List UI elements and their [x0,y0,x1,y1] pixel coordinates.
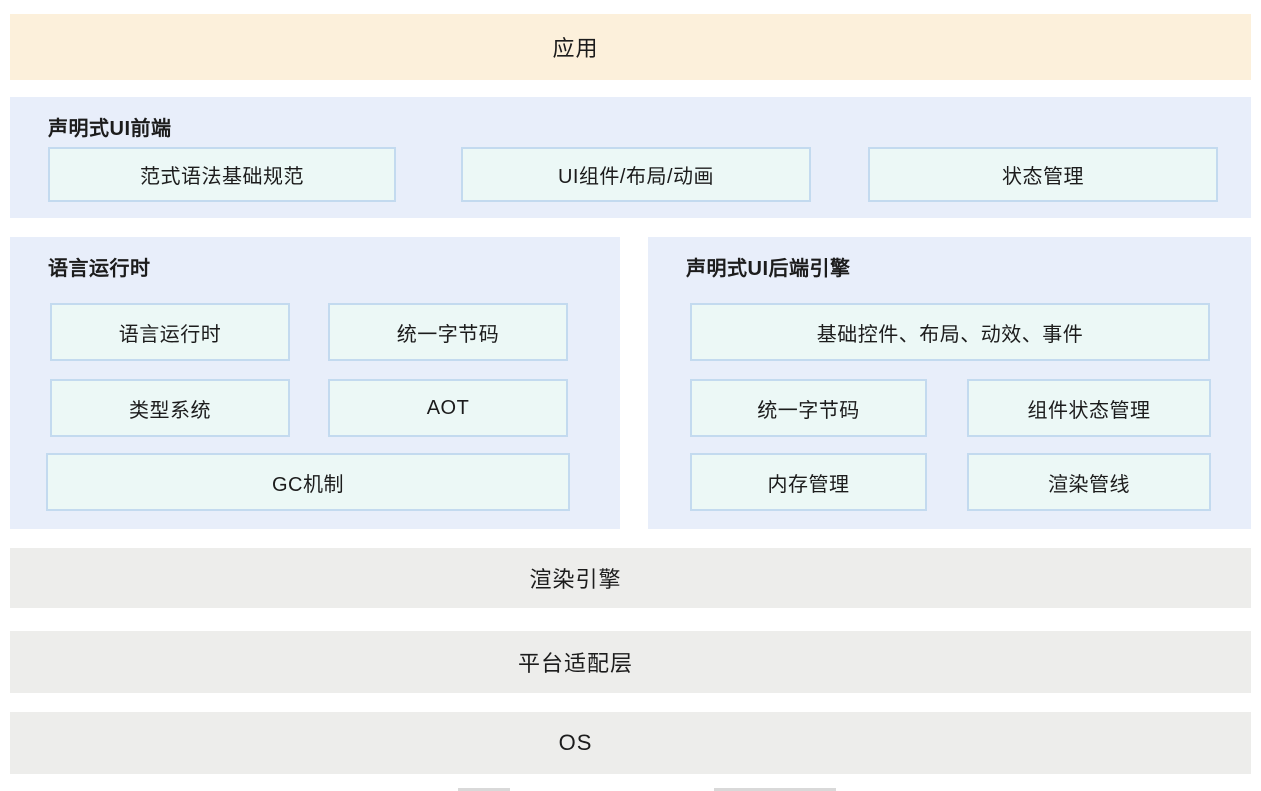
section-title-frontend: 声明式UI前端 [48,118,172,140]
box-label: 组件状态管理 [1027,399,1151,422]
box-state-management: 状态管理 [868,147,1218,202]
section-declarative-ui-frontend: 声明式UI前端 范式语法基础规范 UI组件/布局/动画 状态管理 [10,97,1251,218]
layer-platform-adapter: 平台适配层 [10,631,1251,693]
box-paradigm-syntax-spec: 范式语法基础规范 [48,147,396,202]
box-type-system: 类型系统 [50,379,290,437]
box-label: 内存管理 [767,473,850,496]
box-gc-mechanism: GC机制 [46,453,570,511]
box-label: GC机制 [272,473,344,496]
layer-render-engine: 渲染引擎 [10,548,1251,608]
box-unified-bytecode: 统一字节码 [328,303,568,361]
box-label: 统一字节码 [757,399,860,422]
box-label: 范式语法基础规范 [140,166,304,188]
box-label: UI组件/布局/动画 [557,166,715,188]
box-aot: AOT [328,379,568,437]
box-basic-controls-layout-motion-events: 基础控件、布局、动效、事件 [690,303,1210,361]
layer-os: OS [10,712,1251,774]
section-title-backend: 声明式UI后端引擎 [686,258,851,280]
layer-os-label: OS [558,730,593,755]
box-language-runtime: 语言运行时 [50,303,290,361]
layer-application-label: 应用 [552,36,599,61]
box-label: 状态管理 [1002,166,1084,188]
section-title-runtime: 语言运行时 [48,258,151,280]
section-declarative-ui-backend-engine: 声明式UI后端引擎 基础控件、布局、动效、事件 统一字节码 组件状态管理 内存管… [648,237,1251,529]
box-ui-components-layout-animation: UI组件/布局/动画 [461,147,811,202]
box-label: 类型系统 [129,399,211,422]
layer-platform-adapter-label: 平台适配层 [517,651,633,676]
layer-render-engine-label: 渲染引擎 [529,567,622,592]
box-memory-management: 内存管理 [690,453,927,511]
section-language-runtime: 语言运行时 语言运行时 统一字节码 类型系统 AOT GC机制 [10,237,620,529]
clipped-caption-fragment [714,788,836,791]
clipped-caption-fragment [458,788,510,791]
box-unified-bytecode-backend: 统一字节码 [690,379,927,437]
box-label: AOT [426,396,470,419]
box-label: 渲染管线 [1048,473,1130,496]
box-label: 语言运行时 [118,323,222,346]
box-component-state-management: 组件状态管理 [967,379,1211,437]
layer-application: 应用 [10,14,1251,80]
box-label: 基础控件、布局、动效、事件 [816,323,1084,346]
box-render-pipeline: 渲染管线 [967,453,1211,511]
box-label: 统一字节码 [396,323,500,346]
